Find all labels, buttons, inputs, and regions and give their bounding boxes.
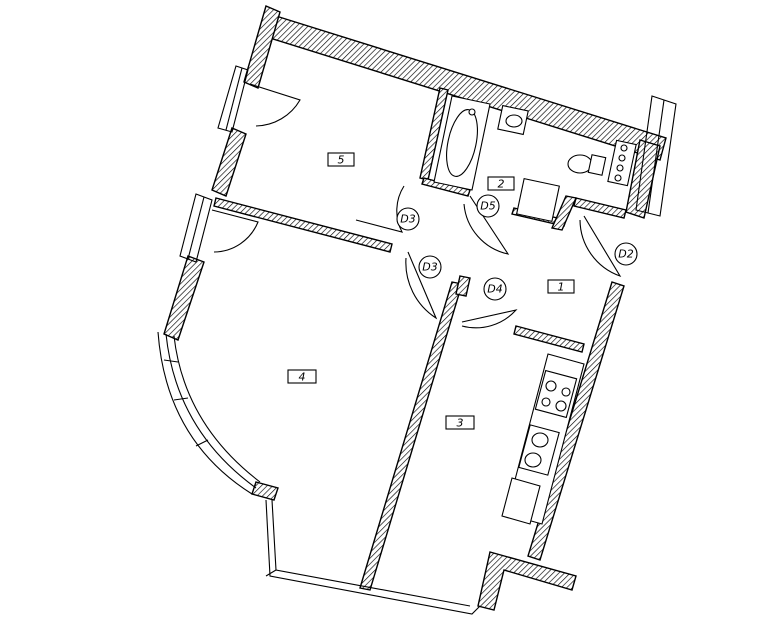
door-tag-d3-lower: D3 [418, 255, 442, 279]
svg-text:D2: D2 [618, 248, 633, 261]
bay-window [157, 331, 261, 495]
room-label-1: 1 [547, 279, 575, 294]
bathroom-fixtures [433, 95, 637, 223]
bottom-glazing [265, 499, 481, 615]
room-label-2: 2 [487, 176, 515, 191]
room-label-5: 5 [327, 152, 355, 167]
door-tag-d2: D2 [614, 242, 638, 266]
window-room5 [217, 65, 249, 133]
wall-kitchen-top [513, 325, 585, 353]
room-label-3: 3 [445, 415, 475, 430]
windows [179, 65, 677, 263]
window-room4 [179, 193, 213, 263]
exterior-walls [163, 5, 667, 611]
wall-bottom-left-block [251, 481, 279, 501]
room-label-4: 4 [287, 369, 317, 384]
wall-right-bath [625, 139, 661, 219]
interior-walls [213, 87, 627, 591]
svg-text:4: 4 [299, 371, 306, 384]
svg-text:5: 5 [338, 154, 345, 167]
svg-text:D4: D4 [487, 283, 502, 296]
door-tag-d5: D5 [476, 194, 500, 218]
wall-corridor-right [573, 197, 627, 219]
kitchen-fixtures [501, 353, 585, 525]
wall-left-mid [211, 127, 247, 197]
window-right [635, 95, 677, 217]
radiator [607, 139, 637, 187]
fridge [501, 477, 541, 525]
door-swings [211, 83, 622, 329]
washer [515, 177, 561, 223]
door-tag-d3-upper: D3 [396, 207, 420, 231]
svg-text:D3: D3 [400, 213, 415, 226]
wall-5-4 [213, 197, 393, 253]
wall-stub-d4 [455, 275, 471, 297]
wall-wc-right [551, 195, 577, 231]
wall-left-upper [243, 5, 281, 89]
wall-4-3 [359, 281, 463, 591]
wall-left-lower [163, 255, 205, 341]
wall-bottom-right [477, 551, 577, 611]
door-tags: D3 D5 D2 D3 D4 [396, 194, 638, 301]
svg-text:D5: D5 [480, 200, 495, 213]
svg-text:2: 2 [498, 178, 505, 191]
door-tag-d4: D4 [483, 277, 507, 301]
room-labels: 5 2 1 4 3 [287, 152, 575, 430]
svg-text:1: 1 [558, 281, 565, 294]
svg-text:D3: D3 [422, 261, 437, 274]
svg-text:3: 3 [457, 417, 464, 430]
